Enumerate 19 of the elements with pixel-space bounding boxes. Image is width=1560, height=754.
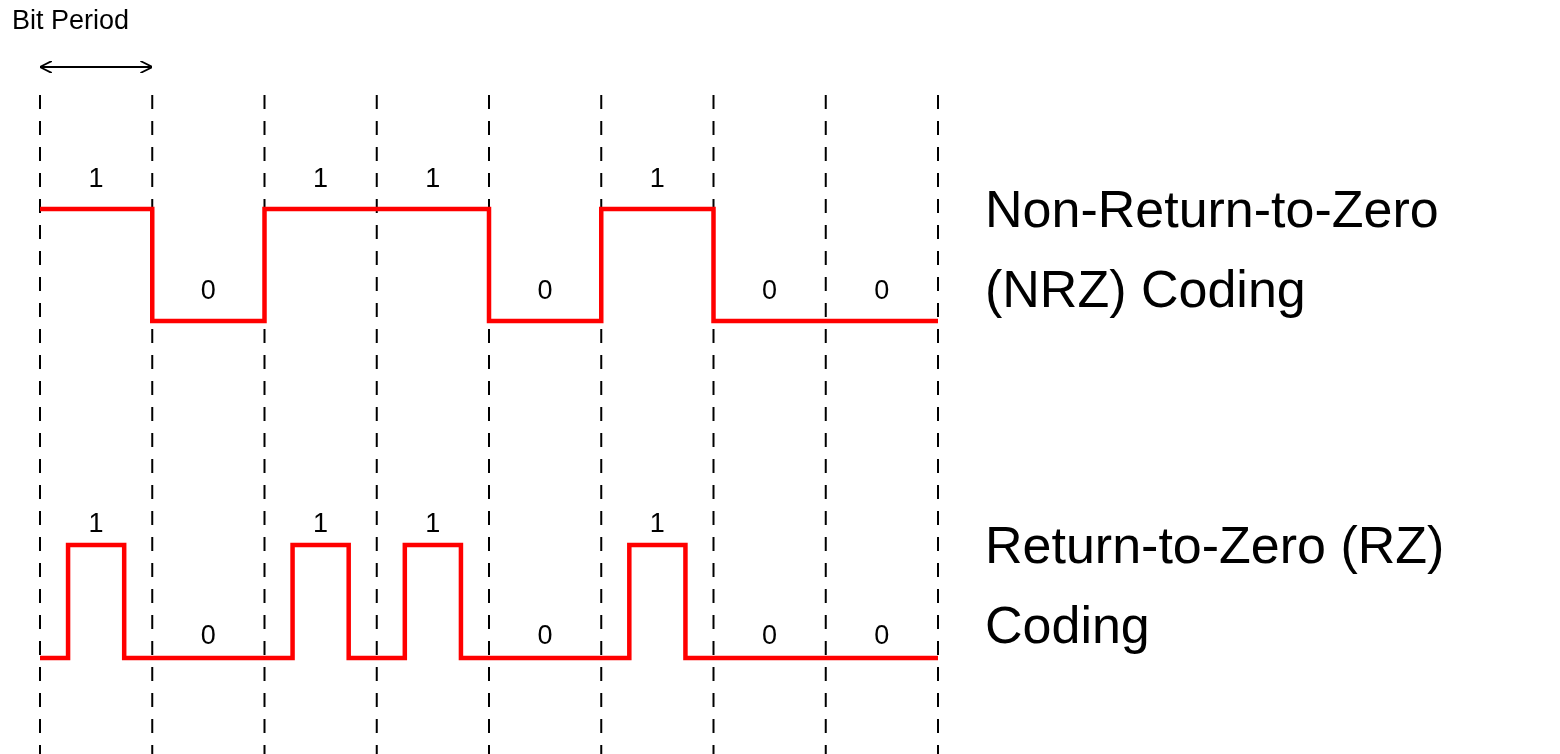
bit-value: 1 [648, 508, 666, 538]
bit-value: 1 [87, 508, 105, 538]
bit-value: 0 [536, 275, 554, 305]
dimension-label: Bit Period [12, 5, 130, 36]
bit-value: 0 [761, 275, 779, 305]
bit-value: 0 [199, 275, 217, 305]
bit-value: 0 [873, 620, 891, 650]
bit-value: 1 [312, 163, 330, 193]
bit-value: 1 [424, 508, 442, 538]
bit-value: 0 [873, 275, 891, 305]
bit-value: 0 [536, 620, 554, 650]
bit-value: 1 [87, 163, 105, 193]
bit-value: 0 [761, 620, 779, 650]
bit-value: 1 [312, 508, 330, 538]
coding-label: Return-to-Zero (RZ) Coding [985, 515, 1446, 656]
bit-value: 1 [648, 163, 666, 193]
bit-value: 1 [424, 163, 442, 193]
coding-label: Non-Return-to-Zero (NRZ) Coding [985, 179, 1440, 320]
bit-value: 0 [199, 620, 217, 650]
